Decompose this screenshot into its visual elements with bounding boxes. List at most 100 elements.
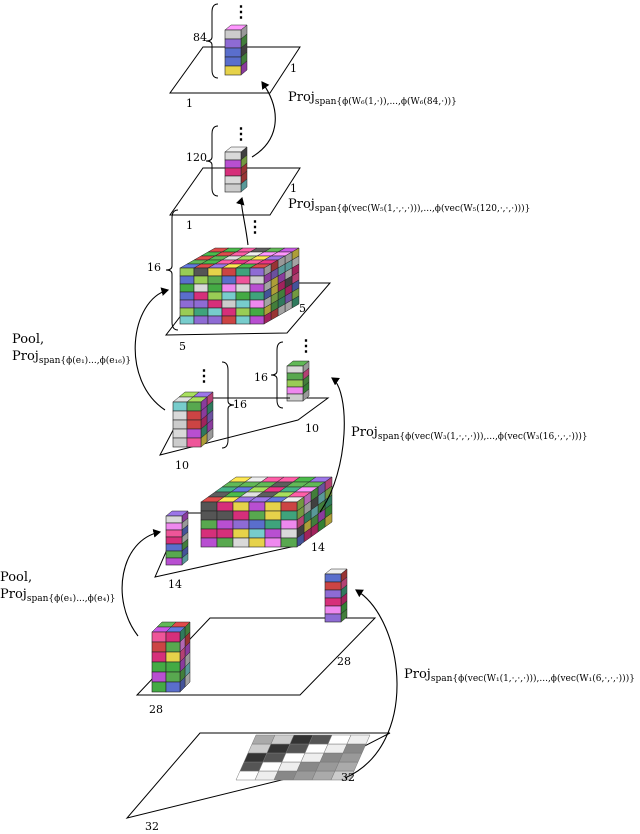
block-front-cell — [324, 581, 342, 591]
brace-pool2 — [165, 209, 179, 331]
feature-blocks — [151, 24, 348, 693]
block-front-cell — [232, 501, 250, 512]
block-front-cell — [216, 501, 234, 512]
input-pixel — [342, 743, 367, 754]
block-front-cell — [324, 613, 342, 623]
conv2-vector — [286, 360, 310, 402]
block-front-cell — [248, 519, 266, 530]
block-front-cell — [207, 307, 223, 317]
conv2-width-label: 10 — [175, 459, 189, 472]
block-front-cell — [235, 315, 251, 325]
block-front-cell — [207, 291, 223, 301]
fc1-depth-label: 1 — [290, 182, 297, 195]
block-front-cell — [151, 641, 167, 653]
block-front-cell — [280, 519, 298, 530]
block-front-cell — [207, 267, 223, 277]
block-front-cell — [193, 275, 209, 285]
block-front-cell — [235, 275, 251, 285]
block-front-cell — [264, 519, 282, 530]
block-front-cell — [249, 283, 265, 293]
block-front-cell — [286, 365, 304, 374]
proj-w1-label: Projspan{ϕ(vec(W₁(1,·,·,·))),...,ϕ(vec(W… — [404, 667, 635, 684]
block-front-cell — [221, 275, 237, 285]
conv2-block — [200, 476, 333, 548]
block-front-cell — [280, 528, 298, 539]
block-front-cell — [207, 315, 223, 325]
block-front-cell — [248, 501, 266, 512]
conv1-block — [151, 621, 191, 693]
block-front-cell — [221, 283, 237, 293]
block-front-cell — [216, 510, 234, 521]
block-front-cell — [249, 267, 265, 277]
block-front-cell — [264, 537, 282, 548]
block-front-cell — [264, 501, 282, 512]
block-front-cell — [165, 681, 181, 693]
block-front-cell — [221, 315, 237, 325]
block-front-cell — [172, 428, 188, 439]
block-front-cell — [224, 47, 242, 58]
block-front-cell — [179, 307, 195, 317]
block-front-cell — [165, 529, 183, 538]
conv1-depth-label: 28 — [337, 655, 351, 668]
block-front-cell — [186, 428, 202, 439]
block-front-cell — [172, 410, 188, 421]
block-front-cell — [207, 275, 223, 285]
block-front-cell — [248, 537, 266, 548]
block-front-cell — [151, 681, 167, 693]
block-front-cell — [224, 151, 242, 161]
block-front-cell — [165, 557, 183, 566]
block-front-cell — [151, 671, 167, 683]
block-front-cell — [249, 307, 265, 317]
block-front-cell — [193, 283, 209, 293]
block-front-cell — [249, 275, 265, 285]
ellipsis-fc2: ⋮ — [233, 2, 249, 21]
pool1-depth-label: 14 — [311, 541, 325, 554]
block-front-cell — [200, 510, 218, 521]
proj-w6-label: Projspan{ϕ(W₆(1,·)),...,ϕ(W₆(84,·))} — [288, 90, 457, 107]
block-front-cell — [186, 437, 202, 448]
conv2-depth-label: 10 — [305, 422, 319, 435]
conv1-width-label: 28 — [149, 703, 163, 716]
fc1-vector — [224, 146, 248, 193]
block-front-cell — [324, 605, 342, 615]
block-front-cell — [224, 183, 242, 193]
block-front-cell — [151, 631, 167, 643]
block-front-cell — [165, 536, 183, 545]
block-front-cell — [221, 267, 237, 277]
block-front-cell — [151, 661, 167, 673]
block-front-cell — [286, 379, 304, 388]
channel-braces — [165, 3, 284, 449]
block-front-cell — [200, 537, 218, 548]
block-front-cell — [165, 671, 181, 683]
block-front-cell — [324, 597, 342, 607]
block-front-cell — [216, 528, 234, 539]
block-front-cell — [224, 29, 242, 40]
arrow-pool1 — [121, 528, 162, 637]
input-depth-label: 32 — [341, 771, 355, 784]
arrow-w3 — [319, 377, 345, 513]
fc2-width-label: 1 — [186, 97, 193, 110]
block-front-cell — [280, 501, 298, 512]
block-front-cell — [286, 386, 304, 395]
block-front-cell — [232, 537, 250, 548]
pool2-channels-label: 16 — [147, 261, 161, 274]
proj-w3-label: Projspan{ϕ(vec(W₃(1,·,·,·))),...,ϕ(vec(W… — [351, 425, 588, 442]
block-front-cell — [165, 543, 183, 552]
block-front-cell — [207, 283, 223, 293]
pool2-depth-label: 5 — [299, 302, 306, 315]
block-front-cell — [165, 550, 183, 559]
block-front-cell — [179, 275, 195, 285]
block-front-cell — [216, 519, 234, 530]
arrow-w1 — [344, 589, 398, 779]
brace-conv2-vec — [270, 341, 284, 409]
fc2-channels-label: 84 — [193, 31, 207, 44]
block-front-cell — [221, 307, 237, 317]
block-front-cell — [224, 159, 242, 169]
ellipsis-pool2: ⋮ — [247, 217, 263, 236]
fc1-width-label: 1 — [186, 219, 193, 232]
input-pixel — [334, 761, 359, 772]
block-front-cell — [235, 291, 251, 301]
block-front-cell — [200, 528, 218, 539]
input-pixel — [346, 734, 371, 745]
